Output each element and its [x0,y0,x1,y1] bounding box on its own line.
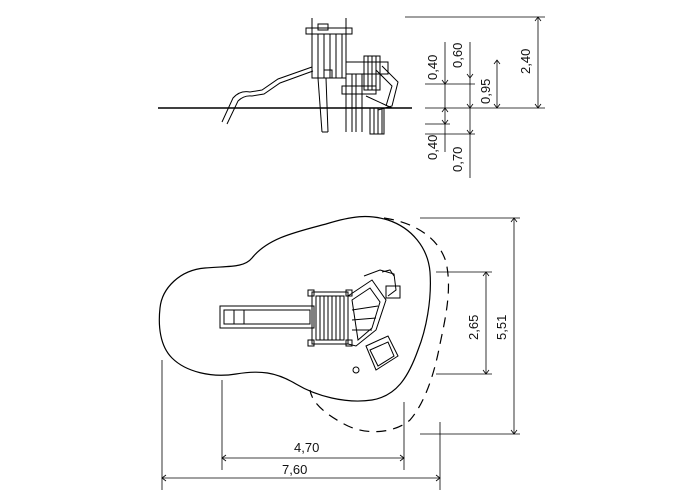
dim-label-0-95: 0,95 [478,79,493,104]
dim-label-2-40: 2,40 [518,49,533,74]
plan-view: 4,70 7,60 2,65 5,51 [158,215,520,490]
dim-label-0-40-top: 0,40 [425,55,440,80]
slide-fall-zone-dashed [309,217,450,433]
elevation-view: 0,40 0,60 0,95 2,40 0,40 0,70 [158,16,545,178]
slide-plan [219,305,315,329]
dim-label-2-65: 2,65 [466,315,481,340]
dim-label-5-51: 5,51 [494,315,509,340]
elevation-dimensions [405,16,545,178]
tower-elevation [305,18,353,133]
plan-dimensions [161,217,520,490]
dim-label-7-60: 7,60 [282,462,307,477]
safety-zone-outline [158,215,431,402]
tower-plan [307,289,353,347]
dim-label-0-40-depth: 0,40 [425,135,440,160]
dim-label-0-70: 0,70 [450,147,465,172]
dim-label-4-70: 4,70 [294,440,319,455]
dim-label-0-60: 0,60 [450,43,465,68]
platform-plan [347,269,401,374]
slide-elevation [221,66,314,125]
platform-elevation [341,55,399,135]
